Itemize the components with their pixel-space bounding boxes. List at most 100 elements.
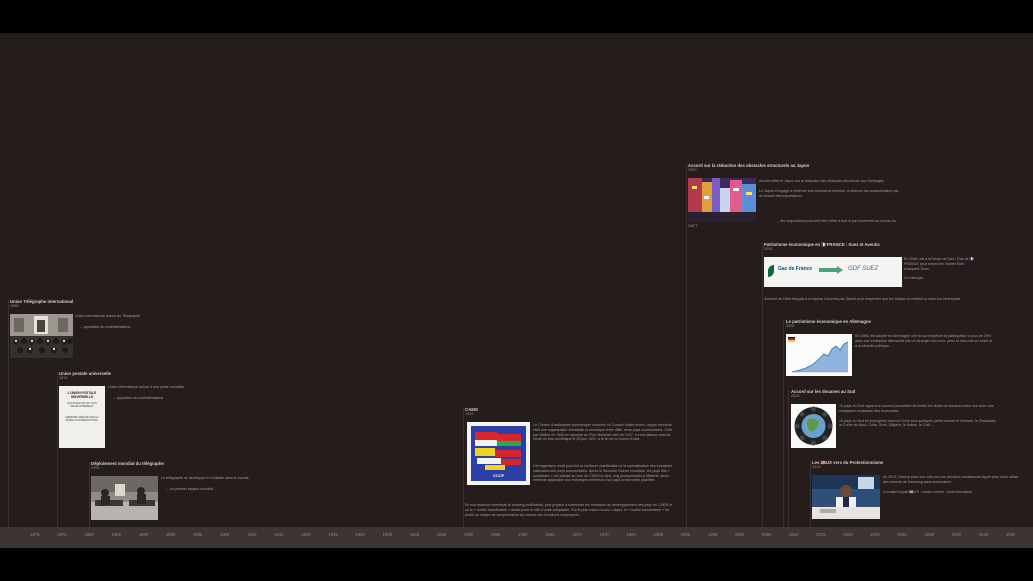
- event-year: 2009: [791, 394, 800, 398]
- axis-tick-label: 2005: [762, 532, 772, 537]
- axis-tick-label: 2045: [978, 532, 989, 537]
- postal-document-image: L'UNION POSTALE UNIVERSELLE SA FONDATION…: [59, 386, 105, 448]
- event-title: Union Télégraphe international: [10, 299, 74, 304]
- event-usa[interactable]: Les 🇺🇸US vers du Protectionnisme 2013: [812, 460, 883, 470]
- axis-tick-label: 1905: [220, 532, 230, 537]
- event-title: CAEM: [465, 407, 478, 412]
- axis-tick-label: 1875: [30, 532, 40, 537]
- event-text: 10 pays du Sud signent un accord prométt…: [839, 404, 999, 428]
- event-year: 1949: [465, 412, 474, 416]
- event-line: [686, 163, 687, 527]
- event-japan[interactable]: Accord sur la réduction des obstacles st…: [688, 163, 809, 173]
- axis-tick-label: 2025: [870, 532, 880, 537]
- doc-subtitle: SA FONDATION ET SON DÉVELOPPEMENT: [67, 402, 97, 408]
- event-text: En 2006, est a la fusion de Gaz / Gaz de…: [904, 257, 980, 281]
- event-text: Accord entre le Japon sur la réduction d…: [759, 179, 899, 198]
- event-text-line: Union international autour du Télégraphe: [75, 314, 141, 318]
- event-year: 2013: [812, 465, 821, 469]
- axis-tick-label: 1950: [463, 532, 474, 537]
- axis-tick-label: 1945: [436, 532, 447, 537]
- axis-tick-label: 1960: [518, 532, 528, 537]
- event-text: Cet organisme avait pour but la meilleur…: [533, 464, 675, 483]
- axis-tick-label: 1925: [328, 532, 338, 537]
- axis-tick-label: 1920: [301, 532, 311, 537]
- event-text-line: → apparition du multilatéralisme: [112, 395, 164, 400]
- event-caem[interactable]: CAEM 1949: [465, 407, 478, 417]
- axis-tick-label: 2050: [1005, 532, 1016, 537]
- event-line: [762, 242, 763, 527]
- telegraph-office-photo: [91, 476, 158, 520]
- event-south[interactable]: Accord sur les douanes au Sud 2009: [791, 389, 855, 399]
- event-line: [8, 300, 9, 527]
- axis-tick-label: 2000: [734, 532, 745, 537]
- axis-tick-label: 1900: [192, 532, 203, 537]
- arrow-icon: [819, 268, 837, 272]
- event-text: Soutient de l'état français à la reprise…: [764, 297, 979, 302]
- axis-tick-label: 2030: [897, 532, 907, 537]
- gdf-leaf-icon: [768, 265, 774, 277]
- germany-chart-image: [786, 334, 852, 376]
- axis-tick-label: 1995: [707, 532, 718, 537]
- event-text: Union international autour d'une poste m…: [108, 385, 218, 401]
- event-line: [89, 462, 90, 527]
- event-paragraph: En 2008, est adopté en Allemagne une loi…: [855, 334, 993, 348]
- timeline-axis[interactable]: [0, 527, 1033, 548]
- axis-tick-label: 1915: [274, 532, 284, 537]
- event-deploy[interactable]: Déploiement mondial du télégraphe 1900: [91, 461, 164, 471]
- stamp-label: CCCP: [493, 473, 505, 478]
- axis-tick-label: 1955: [491, 532, 501, 537]
- event-text-line: → un premier espace mondial: [165, 486, 213, 491]
- telegraph-photo: [10, 314, 73, 358]
- axis-tick-label: 2010: [789, 532, 799, 537]
- south-flags-globe-image: [791, 404, 836, 448]
- event-paragraph: En 2006, est a la fusion de Gaz / Gaz de…: [904, 257, 975, 271]
- event-postal[interactable]: Union postale universelle 1874: [59, 371, 111, 381]
- doc-body: MÉMOIRE RÉDIGÉ PAR LE BUREAU INTERNATION…: [65, 416, 99, 422]
- event-text: → les négociations peuvent être d'être à…: [688, 219, 898, 229]
- event-year: 2008: [786, 324, 795, 328]
- event-paragraph: En son essence interdisait le clearing m…: [465, 503, 673, 517]
- tokyo-street-photo: [688, 178, 756, 222]
- event-paragraph: 10 pays du Sud signent un accord prométt…: [839, 404, 994, 413]
- event-title: Patriotisme économique en 🇫🇷FRANCE : Sue…: [764, 242, 880, 247]
- event-text: Le télégraphe se développe et s'installe…: [161, 476, 281, 492]
- event-year: 1990: [688, 168, 697, 172]
- axis-tick-label: 2020: [843, 532, 853, 537]
- logo-gdf-suez: GDF SUEZ: [848, 266, 879, 272]
- doc-title: L'UNION POSTALE UNIVERSELLE: [67, 391, 97, 399]
- event-paragraph: Il soutient Apple 🇺🇸US : contre coréen :…: [883, 489, 973, 494]
- axis-tick-label: 1910: [247, 532, 257, 537]
- event-line: [788, 390, 789, 527]
- event-gdf[interactable]: Patriotisme économique en 🇫🇷FRANCE : Sue…: [764, 242, 880, 252]
- event-text-line: → apparition du multilatéralisme: [79, 324, 131, 329]
- event-germany[interactable]: Le patriotisme économique en Allemagne 2…: [786, 319, 871, 329]
- arrow-head-icon: [837, 266, 843, 274]
- axis-tick-label: 1940: [409, 532, 420, 537]
- axis-tick-label: 2040: [951, 532, 962, 537]
- event-text-line: Le télégraphe se développe et s'installe…: [161, 476, 250, 480]
- event-paragraph: Un exemple :: [904, 276, 926, 281]
- axis-tick-label: 1935: [382, 532, 392, 537]
- event-title: Les 🇺🇸US vers du Protectionnisme: [812, 460, 884, 465]
- event-telegraph[interactable]: Union Télégraphe international 1865: [10, 299, 73, 309]
- axis-tick-label: 1985: [653, 532, 663, 537]
- event-text: En 2008, est adopté en Allemagne une loi…: [855, 334, 995, 348]
- event-line: [810, 460, 811, 527]
- axis-tick-label: 1980: [626, 532, 636, 537]
- axis-tick-label: 1895: [165, 532, 176, 537]
- bottom-letterbox: [0, 548, 1033, 581]
- gdf-suez-logos: Gaz de France GDF SUEZ: [764, 257, 902, 287]
- logo-gaz-de-france: Gaz de France: [778, 266, 813, 272]
- event-paragraph: → les négociations peuvent être d'être à…: [688, 219, 896, 228]
- event-paragraph: Le Japon s'engage à réformer son commerc…: [759, 188, 899, 198]
- obama-photo: [812, 475, 880, 519]
- axis-tick-label: 1965: [545, 532, 555, 537]
- axis-tick-label: 1970: [572, 532, 582, 537]
- axis-tick-label: 1870: [57, 532, 67, 537]
- event-line: [783, 320, 784, 527]
- axis-tick-label: 1890: [138, 532, 149, 537]
- axis-tick-label: 1990: [680, 532, 691, 537]
- event-title: Accord sur les douanes au Sud: [791, 389, 856, 394]
- axis-tick-label: 1880: [84, 532, 94, 537]
- axis-tick-label: 2035: [924, 532, 934, 537]
